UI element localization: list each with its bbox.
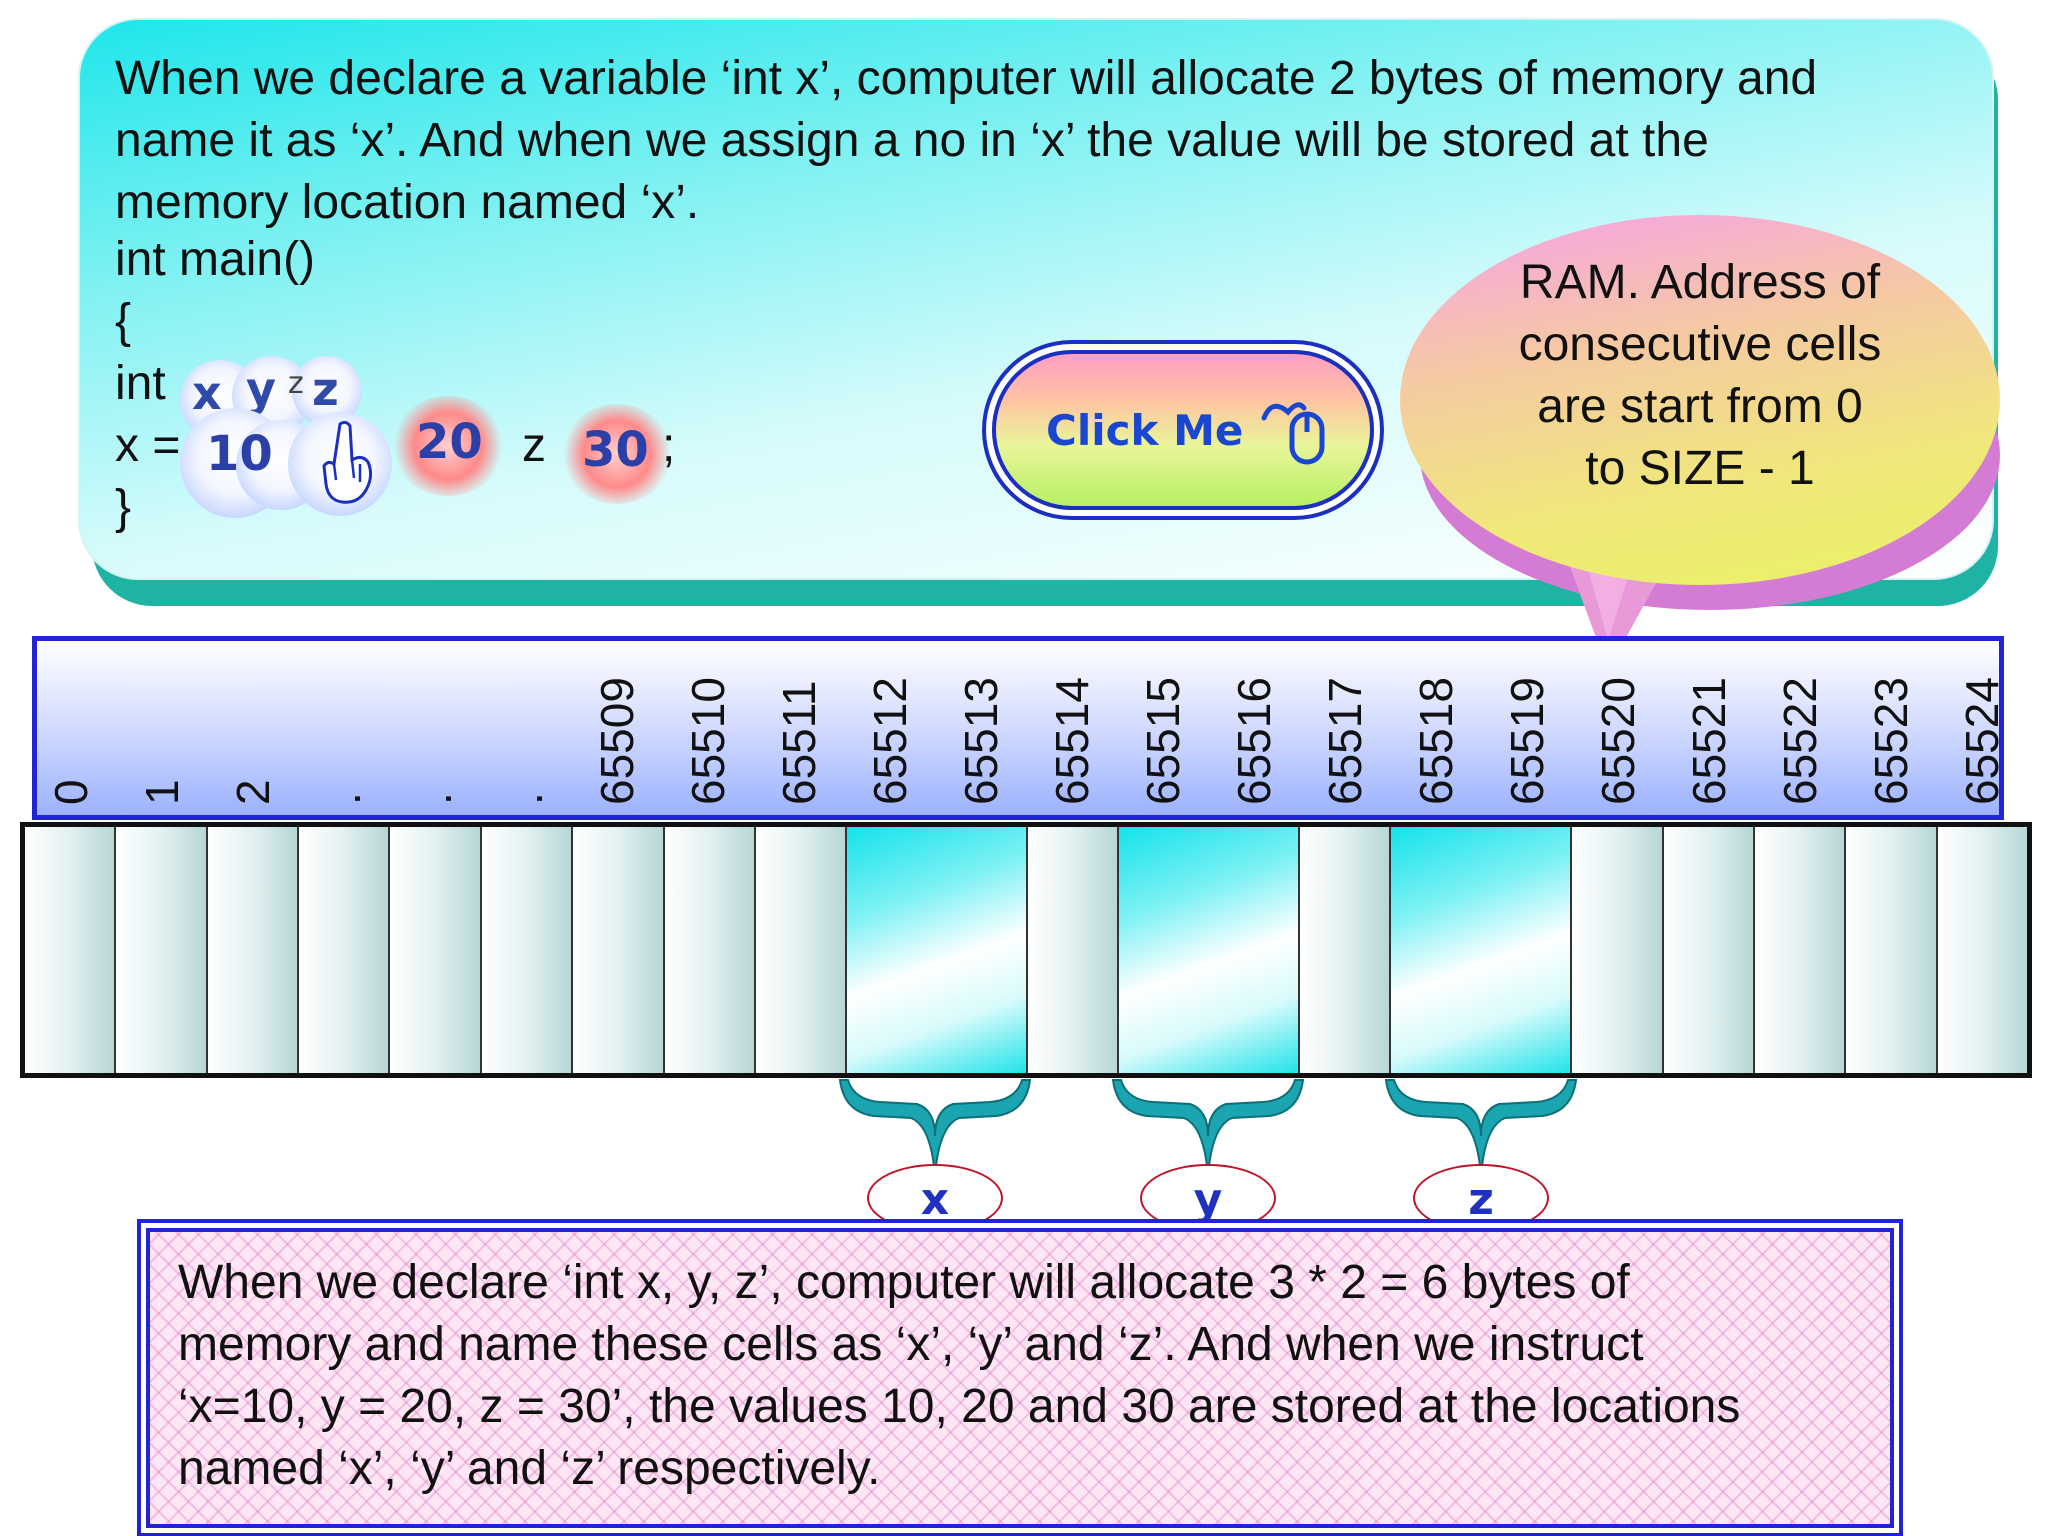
memory-cell: [207, 827, 300, 1073]
memory-cell: [573, 827, 665, 1073]
summary-line: memory and name these cells as ‘x’, ‘y’ …: [178, 1318, 1644, 1371]
intro-line: When we declare a variable ‘int x’, comp…: [115, 52, 1818, 105]
address-label: 65511: [772, 680, 825, 805]
address-label: 2: [226, 779, 279, 805]
address-label: 65509: [590, 677, 643, 805]
memory-cell-allocated: [1391, 827, 1573, 1073]
intro-line: memory location named ‘x’.: [115, 176, 700, 229]
address-panel: 0 1 2... 65509 65510 65511 65512 65513 65514 6551…: [32, 636, 2008, 820]
code-decl-prefix: int: [115, 357, 166, 410]
ram-callout-line: are start from 0: [1537, 380, 1863, 433]
address-label: 65517: [1318, 677, 1371, 805]
summary-line: named ‘x’, ‘y’ and ‘z’ respectively.: [178, 1442, 881, 1495]
memory-cell: [116, 827, 208, 1073]
memory-cell: [1027, 827, 1120, 1073]
address-label: .: [499, 792, 552, 805]
address-label: .: [408, 792, 461, 805]
memory-cell-allocated: [1119, 827, 1301, 1073]
memory-cell: [481, 827, 574, 1073]
decl-var-z-small: z: [288, 366, 304, 401]
summary-text: When we declare ‘int x, y, z’, computer …: [178, 1252, 1870, 1500]
brace-z: [1384, 1079, 1578, 1177]
code-close-brace: }: [115, 481, 132, 534]
address-label: 65520: [1591, 677, 1644, 805]
address-label: 65524: [1955, 677, 2008, 805]
address-label: 65519: [1500, 677, 1553, 805]
address-label: 65523: [1864, 677, 1917, 805]
code-semicolon: ;: [662, 419, 676, 472]
decl-var-y: y: [246, 362, 276, 416]
code-open-brace: {: [115, 295, 132, 348]
intro-text: When we declare a variable ‘int x’, comp…: [115, 48, 1955, 234]
code-z-label: z: [522, 419, 546, 472]
address-label: 65516: [1227, 677, 1280, 805]
memory-cell: [25, 827, 117, 1073]
memory-cell: [390, 827, 482, 1073]
value-20: 20: [416, 414, 483, 470]
summary-line: When we declare ‘int x, y, z’, computer …: [178, 1256, 1630, 1309]
value-glow: [562, 404, 672, 504]
address-label: .: [317, 792, 370, 805]
address-label: 65521: [1682, 677, 1735, 805]
ram-callout-text: RAM. Address of consecutive cells are st…: [1400, 252, 2000, 500]
ram-callout-line: consecutive cells: [1518, 318, 1882, 371]
mouse-icon: [1261, 402, 1325, 465]
address-label: 65513: [954, 677, 1007, 805]
address-label: 65514: [1045, 677, 1098, 805]
click-me-label: Click Me: [1046, 406, 1244, 455]
memory-cell-allocated: [847, 827, 1028, 1073]
var-label-y: y: [1140, 1164, 1276, 1232]
var-label-x: x: [867, 1164, 1003, 1232]
var-label-z: z: [1413, 1164, 1549, 1232]
address-label: 1: [135, 779, 188, 805]
brace-x: [838, 1079, 1032, 1177]
address-label: 65522: [1773, 677, 1826, 805]
memory-cells: [20, 822, 2032, 1078]
intro-line: name it as ‘x’. And when we assign a no …: [115, 114, 1709, 167]
memory-cell: [664, 827, 756, 1073]
address-label: 0: [44, 779, 97, 805]
ram-callout-line: RAM. Address of: [1519, 256, 1881, 309]
value-10: 10: [206, 426, 273, 482]
summary-box: When we declare ‘int x, y, z’, computer …: [146, 1228, 1894, 1528]
pointing-hand-icon: [322, 420, 373, 504]
memory-cell: [299, 827, 391, 1073]
address-label: 65512: [863, 677, 916, 805]
address-label: 65518: [1409, 677, 1462, 805]
code-assign-prefix: x =: [115, 419, 181, 472]
memory-cell: [1846, 827, 1938, 1073]
summary-line: ‘x=10, y = 20, z = 30’, the values 10, 2…: [178, 1380, 1741, 1433]
decl-var-z: z: [312, 362, 339, 416]
code-main: int main(): [115, 233, 316, 286]
value-30: 30: [582, 422, 649, 478]
memory-cell: [1663, 827, 1755, 1073]
ram-callout-line: to SIZE - 1: [1585, 442, 1815, 495]
memory-cell: [1572, 827, 1664, 1073]
click-me-button[interactable]: Click Me: [992, 350, 1374, 510]
memory-cell: [1300, 827, 1392, 1073]
var-label-text: z: [1468, 1174, 1494, 1225]
address-label: 65515: [1136, 677, 1189, 805]
memory-cell: [1754, 827, 1847, 1073]
ram-callout: [1400, 215, 2000, 585]
address-label: 65510: [681, 677, 734, 805]
var-label-text: y: [1193, 1174, 1223, 1225]
brace-y: [1111, 1079, 1305, 1177]
value-glow: [392, 396, 504, 496]
memory-cell: [755, 827, 848, 1073]
memory-cell: [1937, 827, 2027, 1073]
var-label-text: x: [920, 1174, 950, 1225]
